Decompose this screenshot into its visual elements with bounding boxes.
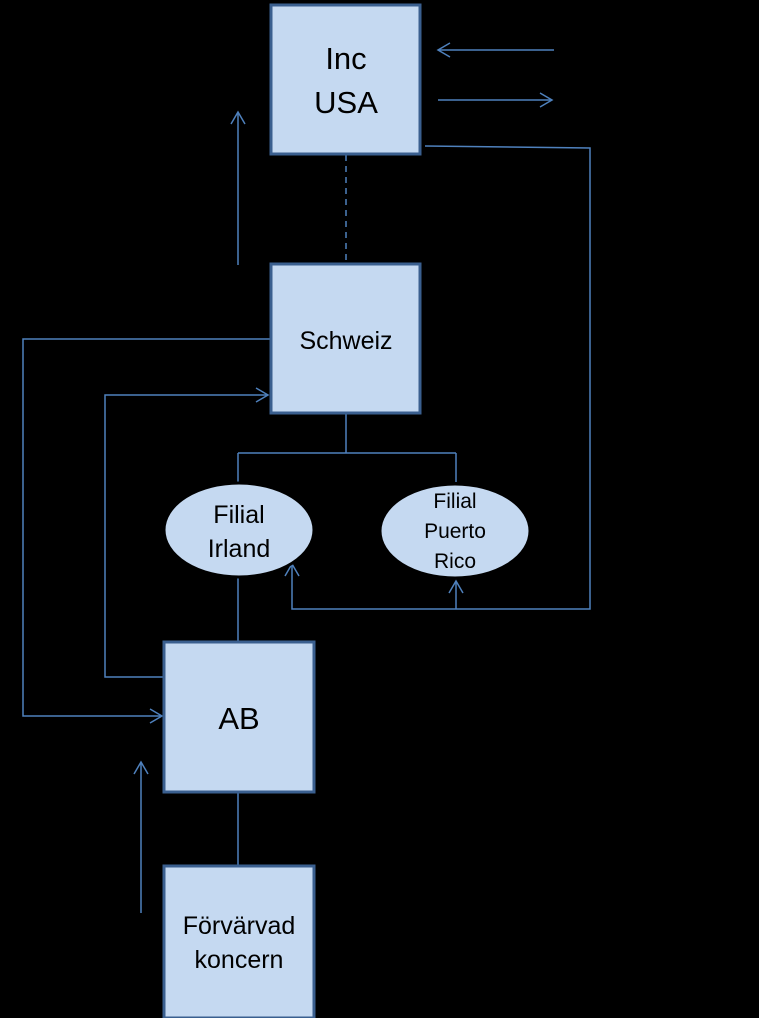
node-ab-label: AB <box>218 701 259 736</box>
node-filial-puerto-rico-line2: Puerto <box>424 520 486 543</box>
node-filial-irland-line2: Irland <box>208 535 271 563</box>
node-filial-irland: Filial Irland <box>162 481 316 579</box>
node-inc-usa-line2: USA <box>314 85 378 120</box>
arrow-up-into-ab-head <box>133 760 149 775</box>
arrow-out-of-usa-head <box>539 92 554 108</box>
connector-schweiz-to-ab <box>22 338 270 717</box>
node-filial-puerto-rico-line3: Rico <box>434 550 476 573</box>
connector-usa-to-filials <box>291 145 591 610</box>
node-inc-usa-line1: Inc <box>325 41 366 76</box>
node-forvarvad-koncern-line2: koncern <box>195 946 284 974</box>
node-schweiz-label: Schweiz <box>299 327 392 355</box>
arrow-into-puerto-rico-head <box>448 579 464 594</box>
node-schweiz: Schweiz <box>269 262 422 415</box>
node-filial-puerto-rico-line1: Filial <box>433 490 476 513</box>
connector-ab-to-schweiz <box>104 394 268 678</box>
arrow-into-ab-head <box>149 708 164 724</box>
arrow-into-schweiz-head <box>255 387 270 403</box>
arrow-into-usa-head <box>436 42 451 58</box>
node-forvarvad-koncern: Förvärvad koncern <box>162 864 316 1018</box>
node-filial-irland-line1: Filial <box>213 501 264 529</box>
arrow-up-left-of-usa-head <box>230 110 246 125</box>
node-inc-usa: Inc USA <box>269 3 422 156</box>
node-filial-puerto-rico: Filial Puerto Rico <box>378 482 532 580</box>
node-ab: AB <box>162 640 316 794</box>
node-forvarvad-koncern-line1: Förvärvad <box>183 912 296 940</box>
